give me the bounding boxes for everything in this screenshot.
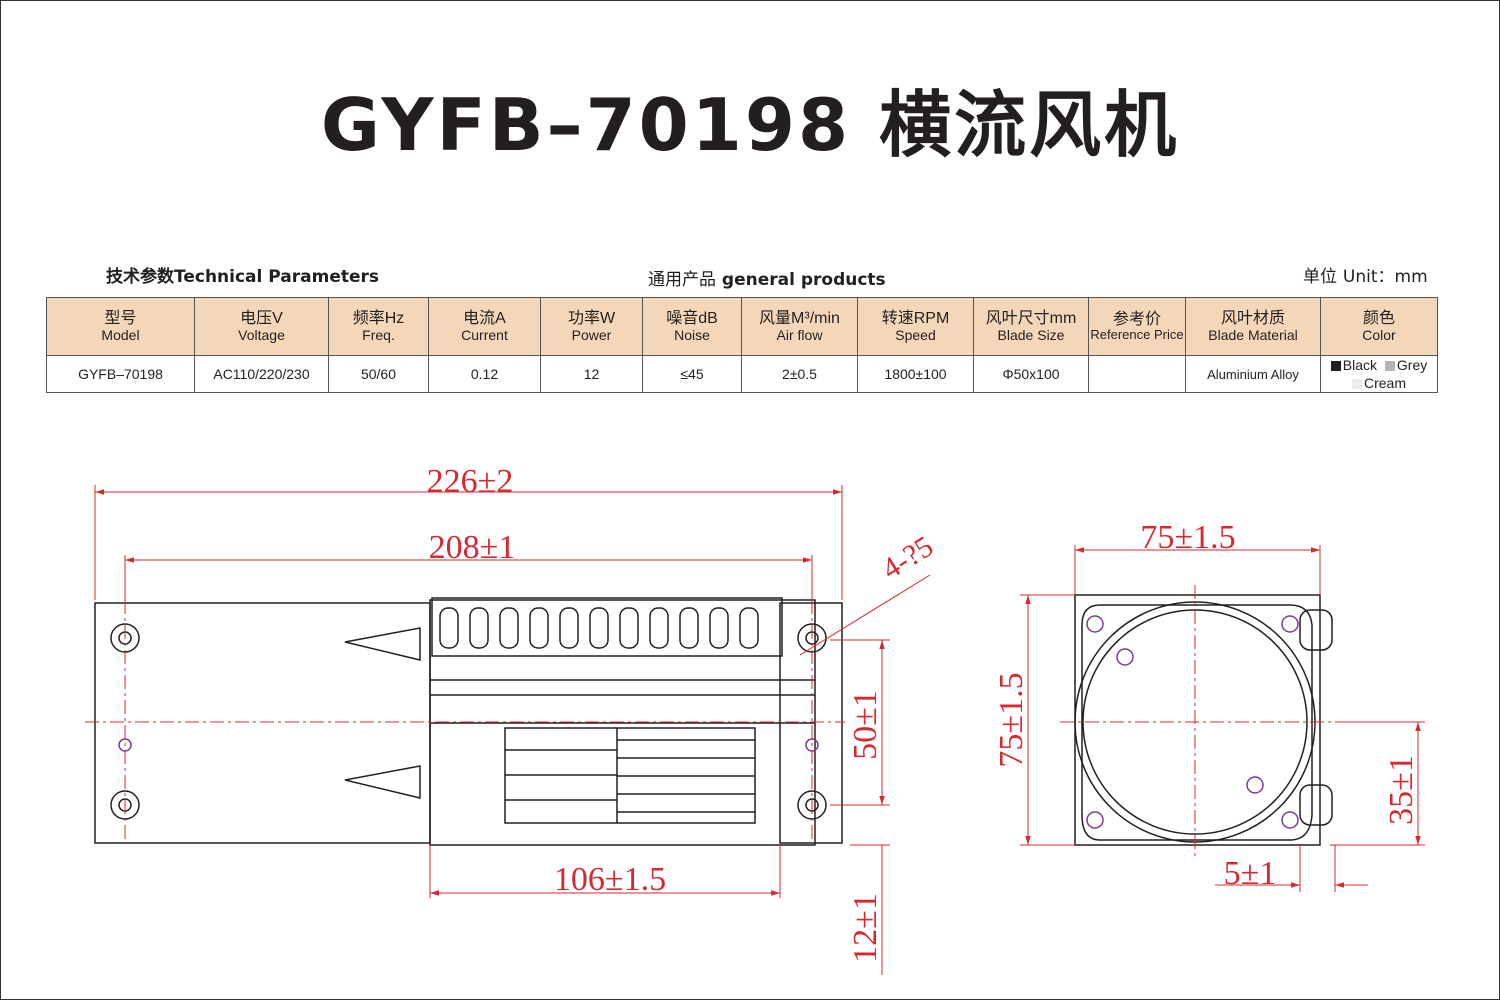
- dim-hole-spacing: 208±1: [429, 529, 516, 566]
- dim-end-height: 75±1.5: [993, 672, 1030, 767]
- cell-freq: 50/60: [328, 355, 429, 393]
- tech-params-en: Technical Parameters: [174, 267, 380, 287]
- grey-swatch: [1384, 361, 1395, 372]
- end-plate: [1081, 604, 1313, 841]
- cell-voltage: AC110/220/230: [194, 355, 329, 393]
- cell-color: Black Grey Cream: [1320, 355, 1438, 393]
- page-title: GYFB–70198 横流风机: [320, 83, 1180, 167]
- grommet-bottom: [1299, 784, 1333, 826]
- end-view: [1074, 594, 1333, 846]
- end-bracket: [779, 602, 843, 844]
- cell-model: GYFB–70198: [46, 355, 195, 393]
- cell-current: 0.12: [428, 355, 541, 393]
- grommet-top: [1299, 609, 1333, 651]
- dim-side-height: 50±1: [847, 690, 884, 760]
- front-dimensions: [94, 485, 931, 975]
- unit-en: Unit：mm: [1342, 267, 1428, 287]
- dim-outlet-width: 106±1.5: [554, 861, 666, 898]
- front-view: [94, 597, 843, 846]
- end-screws: [1086, 615, 1299, 829]
- dim-end-offset: 35±1: [1383, 755, 1420, 825]
- cream-swatch: [1351, 379, 1362, 390]
- cell-airflow: 2±0.5: [741, 355, 858, 393]
- dim-overall-length: 226±2: [427, 463, 514, 500]
- cell-power: 12: [540, 355, 643, 393]
- tech-params-cn: 技术参数: [106, 267, 174, 287]
- tech-params-heading: 技术参数Technical Parameters: [106, 262, 379, 287]
- general-products-heading: 通用产品 general products: [648, 265, 886, 290]
- general-products-cn: 通用产品: [648, 270, 716, 290]
- black-swatch: [1330, 361, 1341, 372]
- cell-material: Aluminium Alloy: [1185, 355, 1321, 393]
- dim-end-flange: 5±1: [1224, 855, 1277, 892]
- cell-noise: ≤45: [642, 355, 742, 393]
- cell-speed: 1800±100: [857, 355, 974, 393]
- general-products-en: general products: [721, 270, 886, 290]
- dim-offset-bottom: 12±1: [847, 893, 884, 963]
- airflow-arrow-top: [344, 627, 421, 661]
- color-grey-label: Grey: [1396, 357, 1428, 373]
- color-cream-label: Cream: [1363, 375, 1406, 391]
- outlet-grille: [431, 597, 783, 657]
- unit-cn: 单位: [1303, 267, 1337, 287]
- dim-holes: 4-?5: [876, 530, 939, 586]
- end-frame: [1074, 594, 1321, 846]
- dim-end-width: 75±1.5: [1140, 519, 1235, 556]
- inlet-fins: [504, 727, 756, 824]
- motor-plate: [94, 602, 431, 844]
- unit-heading: 单位 Unit：mm: [1303, 262, 1428, 287]
- color-black-label: Black: [1342, 357, 1377, 373]
- airflow-arrow-bottom: [344, 765, 421, 799]
- table-row: GYFB–70198 AC110/220/230 50/60 0.12 12 ≤…: [46, 355, 1438, 393]
- end-dimensions: [1020, 545, 1425, 892]
